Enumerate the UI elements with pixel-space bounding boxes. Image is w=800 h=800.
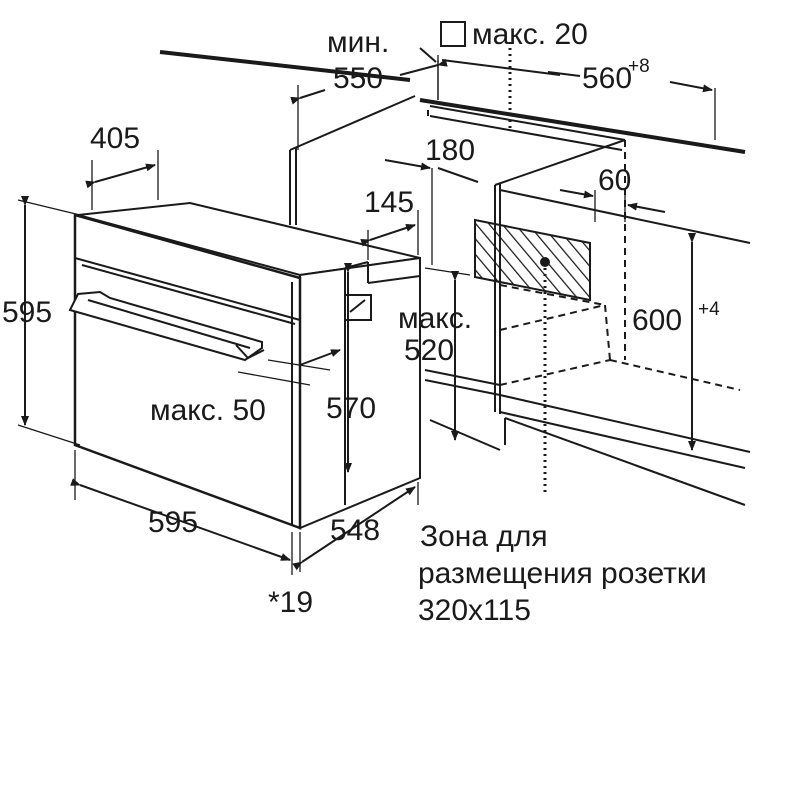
label-595-height: 595 bbox=[2, 296, 52, 329]
label-max520: макс. bbox=[398, 302, 472, 335]
label-560: 560 bbox=[582, 62, 632, 95]
dim-max50 bbox=[299, 349, 341, 366]
cabinet-niche bbox=[159, 42, 751, 506]
label-595-width: 595 bbox=[148, 506, 198, 539]
dimension-labels: мин. 550 макс. 20 560 +8 405 180 60 145 … bbox=[2, 18, 720, 627]
worktop-left-edge bbox=[159, 50, 411, 82]
control-panel-line bbox=[74, 257, 301, 321]
label-520-value: 520 bbox=[404, 334, 454, 367]
label-60: 60 bbox=[598, 164, 631, 197]
dimensions bbox=[17, 47, 716, 575]
label-max50: макс. 50 bbox=[150, 394, 266, 427]
dim-180 bbox=[384, 159, 431, 171]
dim-min550 bbox=[290, 89, 326, 105]
cabinet-rear-top-edge bbox=[429, 105, 626, 141]
label-180: 180 bbox=[425, 134, 475, 167]
dim-60 bbox=[559, 189, 594, 199]
label-min: мин. bbox=[327, 26, 389, 59]
cabinet-left-top-edge bbox=[289, 95, 416, 151]
socket-zone-line3: 320x115 bbox=[418, 594, 531, 627]
square-symbol bbox=[440, 21, 466, 47]
dim-595-width bbox=[70, 478, 291, 561]
label-548: 548 bbox=[330, 514, 380, 547]
label-600-tolerance: +4 bbox=[698, 299, 720, 320]
label-19: *19 bbox=[268, 586, 313, 619]
label-405: 405 bbox=[90, 122, 140, 155]
dim-548 bbox=[292, 486, 416, 571]
worktop-top-edge bbox=[419, 98, 746, 154]
label-560-tolerance: +8 bbox=[628, 56, 650, 77]
label-570: 570 bbox=[326, 392, 376, 425]
cabinet-bottom-line bbox=[499, 394, 751, 453]
dim-145 bbox=[360, 224, 416, 247]
label-145: 145 bbox=[364, 186, 414, 219]
dim-405 bbox=[85, 163, 156, 189]
label-600: 600 bbox=[632, 304, 682, 337]
socket-zone-line1: Зона для bbox=[420, 520, 548, 553]
dim-560 bbox=[441, 59, 561, 76]
socket-zone bbox=[474, 218, 591, 302]
cabinet-right-top bbox=[494, 139, 626, 186]
label-max20: макс. 20 bbox=[472, 18, 588, 51]
socket-center-dot bbox=[540, 257, 550, 267]
oven bbox=[68, 201, 421, 530]
label-min-value: 550 bbox=[333, 62, 383, 95]
socket-zone-line2: размещения розетки bbox=[418, 557, 707, 590]
